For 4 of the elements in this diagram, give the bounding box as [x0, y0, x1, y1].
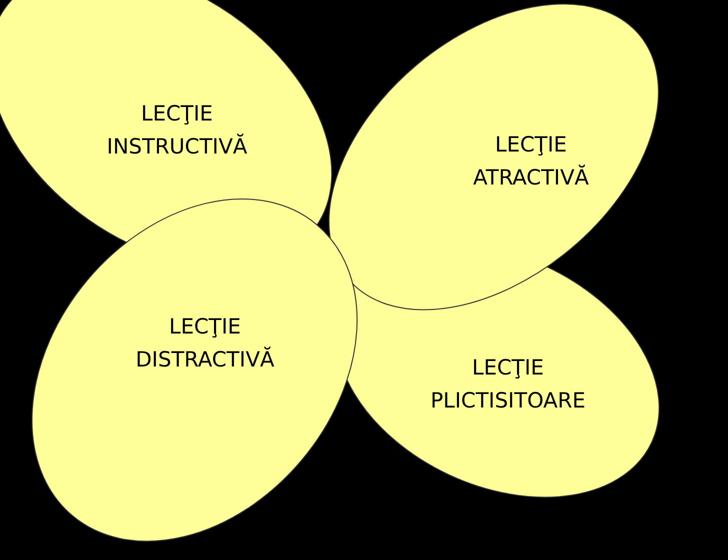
- oval-label: LECŢIE PLICTISITOARE: [429, 354, 586, 414]
- oval-label: LECŢIE ATRACTIVĂ: [472, 131, 590, 191]
- oval-label: LECŢIE INSTRUCTIVĂ: [106, 100, 248, 160]
- oval-label: LECŢIE DISTRACTIVĂ: [134, 313, 276, 373]
